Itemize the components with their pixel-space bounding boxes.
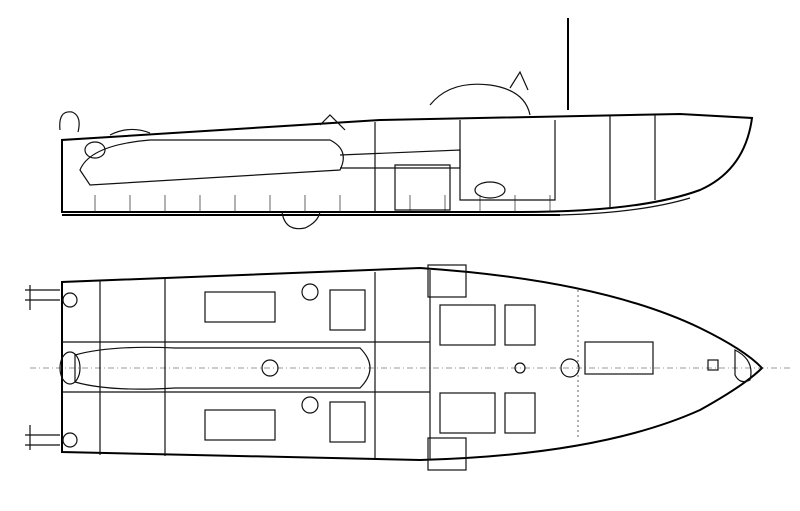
side-elevation-view [59,18,754,230]
plan-view [25,264,790,471]
stern-gear [59,111,80,133]
rudder [281,211,321,230]
forward-hatch [584,341,654,375]
windscreen [509,70,529,91]
side-hull-outline [61,112,754,213]
cockpit-canopy [429,83,531,116]
engine-starboard [204,409,276,441]
torpedo-plan [74,346,371,390]
frames [94,115,656,212]
engine-block [394,164,451,211]
torpedo [79,139,344,186]
propellers [25,285,60,450]
engine-port [204,291,276,323]
plan-hull-outline [61,266,764,462]
keel-forward [559,197,691,216]
engine-room [459,120,556,201]
